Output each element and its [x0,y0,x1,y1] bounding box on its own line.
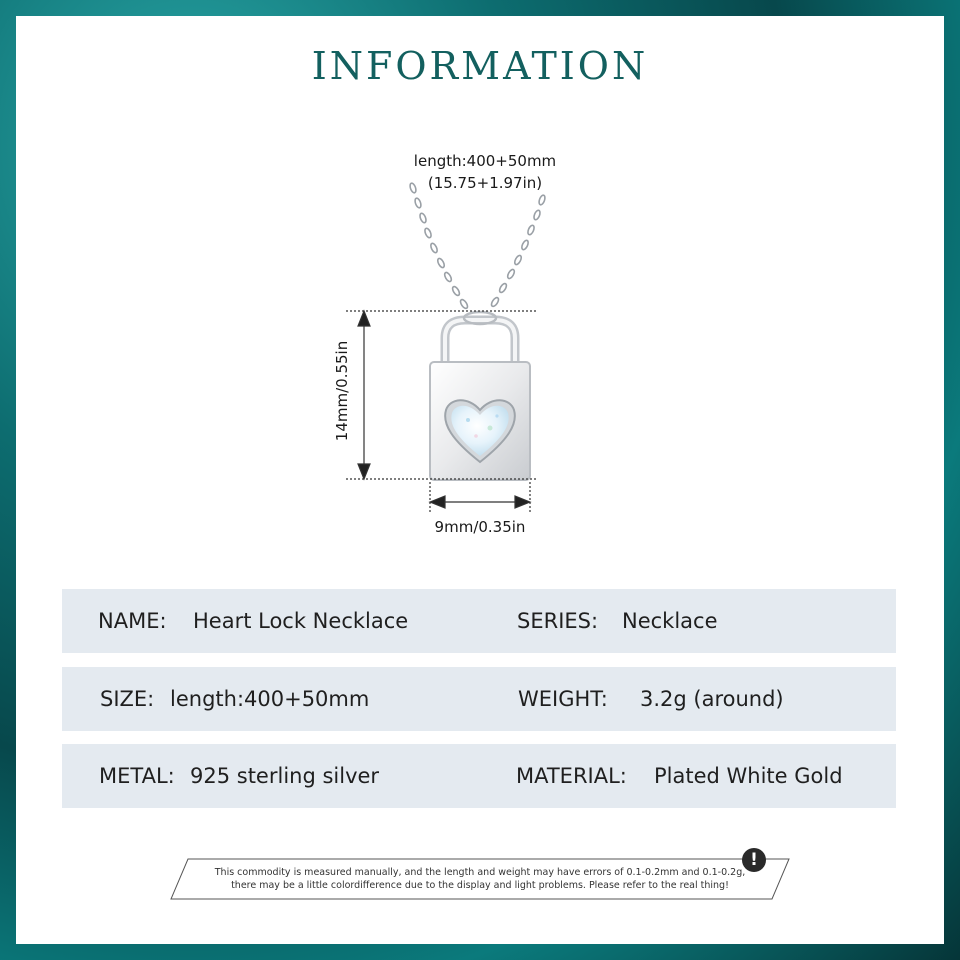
disclaimer-line-1: This commodity is measured manually, and… [214,867,746,878]
name-label: NAME: [98,609,167,633]
disclaimer-box: This commodity is measured manually, and… [170,858,790,900]
width-dimension [428,482,532,512]
chain-right [490,194,546,308]
spec-row-name-series: NAME: Heart Lock Necklace SERIES: Neckla… [62,589,896,653]
chain-length-mm: length:400+50mm [413,152,557,170]
page-title: INFORMATION [311,44,649,88]
spec-row-metal-material: METAL: 925 sterling silver MATERIAL: Pla… [62,744,896,808]
exclamation-icon: ! [742,848,766,872]
disclaimer-frame [170,858,790,900]
pendant-illustration [346,182,546,512]
pendant-height-label: 14mm/0.55in [333,340,351,442]
height-dimension [346,309,536,481]
metal-value: 925 sterling silver [190,764,380,788]
chain-left [409,182,469,310]
disclaimer-text: This commodity is measured manually, and… [200,866,760,892]
weight-label: WEIGHT: [518,687,608,711]
product-diagram: length:400+50mm (15.75+1.97in) 14mm/0.55… [333,150,630,536]
series-value: Necklace [622,609,718,633]
material-value: Plated White Gold [654,764,843,788]
metal-label: METAL: [99,764,175,788]
series-label: SERIES: [517,609,599,633]
chain-length-label: length:400+50mm (15.75+1.97in) [340,150,630,194]
weight-value: 3.2g (around) [640,687,784,711]
disclaimer-line-2: there may be a little colordifference du… [231,880,729,891]
spec-row-size-weight: SIZE: length:400+50mm WEIGHT: 3.2g (arou… [62,667,896,731]
name-value: Heart Lock Necklace [193,609,409,633]
material-label: MATERIAL: [516,764,627,788]
pendant-width-label: 9mm/0.35in [434,518,526,536]
chain-length-in: (15.75+1.97in) [427,174,543,192]
size-value: length:400+50mm [170,687,370,711]
size-label: SIZE: [100,687,155,711]
opal-stone [451,405,509,456]
